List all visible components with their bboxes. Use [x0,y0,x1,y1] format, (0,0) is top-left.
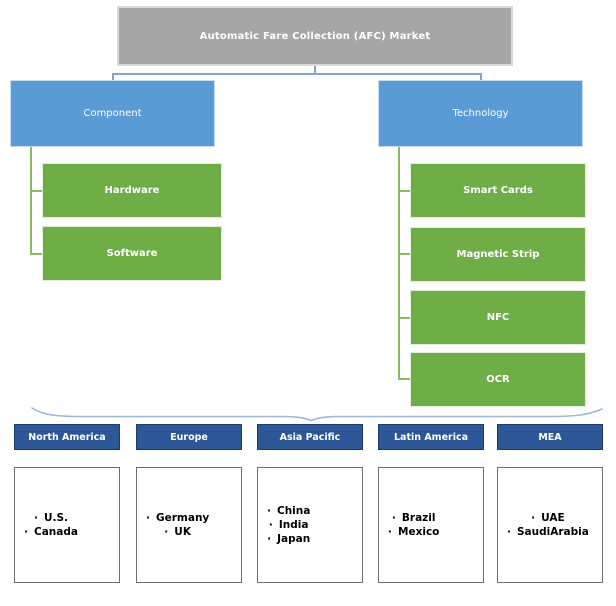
hardware-label: Hardware [104,185,160,196]
region-header-north-america: North America [14,424,120,450]
country-list: Germany UK [137,511,211,539]
connector-stub-software [30,253,43,255]
country-item: Canada [24,525,78,539]
connector-stub-ocr [398,378,411,380]
latin-america-label: Latin America [393,431,468,443]
ocr-label: OCR [486,374,510,385]
country-list: U.S. Canada [15,511,80,539]
technology-label: Technology [452,108,509,119]
smart-cards-label: Smart Cards [463,185,533,196]
region-countries-europe: Germany UK [136,467,242,583]
region-header-asia-pacific: Asia Pacific [257,424,363,450]
node-technology: Technology [378,80,583,147]
region-header-latin-america: Latin America [378,424,484,450]
mea-label: MEA [538,431,562,443]
region-countries-mea: UAE SaudiArabia [497,467,603,583]
node-hardware: Hardware [42,163,222,218]
country-item: Japan [267,532,310,546]
node-nfc: NFC [410,290,586,345]
europe-label: Europe [170,431,208,443]
region-countries-asia-pacific: China India Japan [257,467,363,583]
country-item: China [267,504,310,518]
country-item: Brazil [388,511,439,525]
country-item: India [267,518,310,532]
node-smart-cards: Smart Cards [410,163,586,218]
country-list: Brazil Mexico [379,511,441,539]
software-label: Software [106,248,158,259]
country-item: UAE [507,511,589,525]
node-ocr: OCR [410,352,586,407]
country-item: UK [146,525,209,539]
connector-component-vline [30,147,32,254]
connector-technology-vline [398,147,400,379]
country-item: SaudiArabia [507,525,589,539]
connector-stub-nfc [398,317,411,319]
brace-divider [31,407,603,422]
region-header-mea: MEA [497,424,603,450]
connector-stub-magnetic-strip [398,253,411,255]
nfc-label: NFC [486,312,510,323]
region-countries-north-america: U.S. Canada [14,467,120,583]
country-item: Mexico [388,525,439,539]
connector-root-stub [314,66,316,73]
connector-stub-smart-cards [398,190,411,192]
root-label: Automatic Fare Collection (AFC) Market [199,30,431,42]
connector-drop-component [112,73,114,80]
connector-branch-hline [112,73,481,75]
connector-stub-hardware [30,190,43,192]
node-software: Software [42,226,222,281]
connector-drop-technology [480,73,482,80]
node-magnetic-strip: Magnetic Strip [410,227,586,282]
country-item: Germany [146,511,209,525]
country-list: UAE SaudiArabia [498,511,591,539]
country-list: China India Japan [258,504,312,547]
asia-pacific-label: Asia Pacific [279,431,341,443]
magnetic-strip-label: Magnetic Strip [456,249,540,260]
country-item: U.S. [24,511,78,525]
region-countries-latin-america: Brazil Mexico [378,467,484,583]
node-component: Component [10,80,215,147]
region-header-europe: Europe [136,424,242,450]
component-label: Component [83,108,142,119]
node-root-market: Automatic Fare Collection (AFC) Market [117,6,513,66]
north-america-label: North America [28,431,106,443]
